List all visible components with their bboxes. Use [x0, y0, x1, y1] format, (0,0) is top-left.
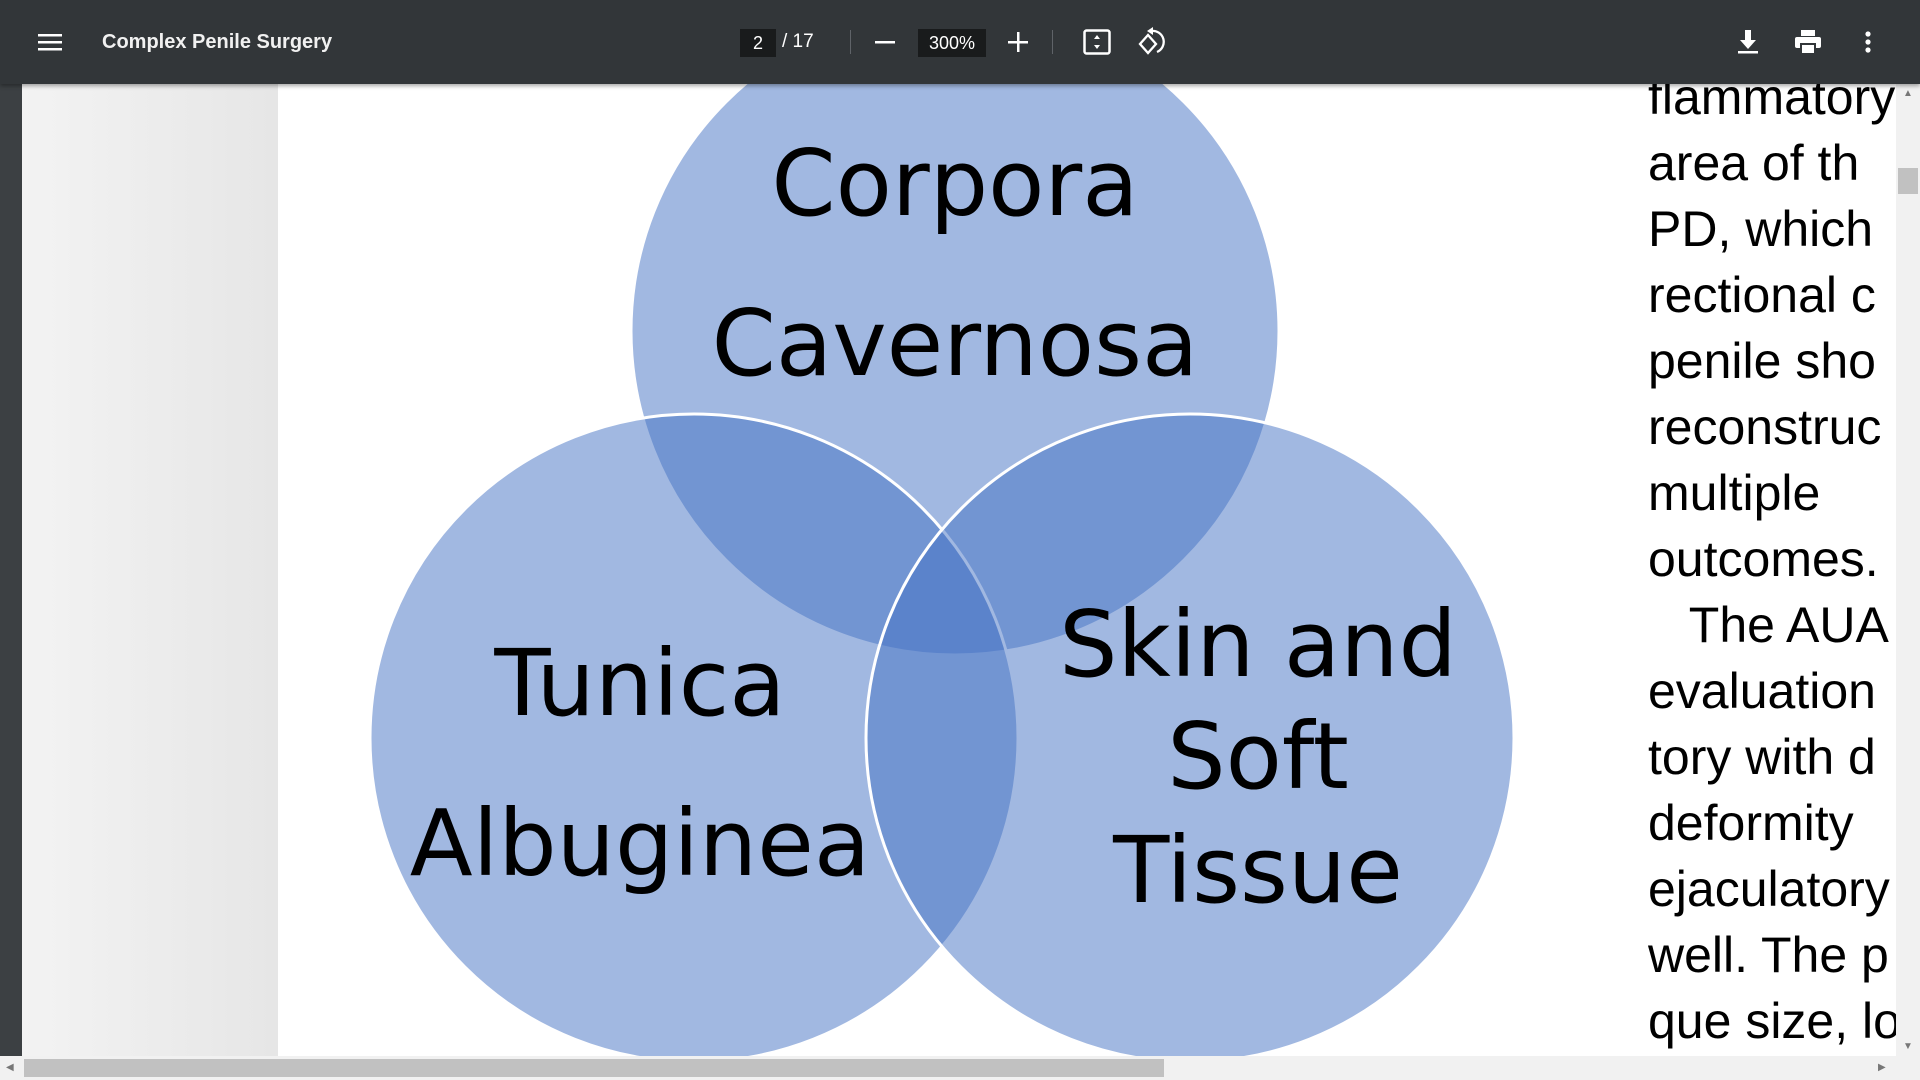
document-title: Complex Penile Surgery [102, 30, 333, 53]
text-line: well. The p [1648, 927, 1889, 983]
label-line: Tunica [493, 630, 785, 737]
text-line: que size, lo [1648, 993, 1896, 1049]
horizontal-scrollbar[interactable]: ◀ ▶ [0, 1056, 1920, 1080]
viewer-background [0, 84, 22, 1056]
rotate-icon[interactable] [1131, 0, 1171, 84]
text-line: multiple [1648, 465, 1821, 521]
pdf-toolbar: Complex Penile Surgery 2 / 17 300% [0, 0, 1920, 84]
label-line: Tissue [1112, 817, 1403, 924]
pdf-page: Corpora Cavernosa Tunica Albuginea Skin … [278, 84, 1896, 1056]
label-line: Corpora [771, 130, 1138, 237]
zoom-in-icon[interactable] [998, 0, 1038, 84]
menu-icon[interactable] [30, 0, 70, 84]
text-line: ejaculatory [1648, 861, 1890, 917]
page-number-input[interactable]: 2 [740, 29, 776, 57]
label-line: Cavernosa [712, 290, 1199, 397]
venn-diagram: Corpora Cavernosa Tunica Albuginea Skin … [368, 84, 1516, 1056]
text-line: evaluation [1648, 663, 1876, 719]
text-line: penile sho [1648, 333, 1876, 389]
download-icon[interactable] [1728, 0, 1768, 84]
label-line: Albuginea [410, 790, 870, 897]
label-line: Soft [1167, 703, 1349, 810]
text-line: deformity [1648, 795, 1854, 851]
print-icon[interactable] [1788, 0, 1828, 84]
text-line: The AUA [1648, 597, 1889, 653]
scroll-up-arrow-icon[interactable]: ▲ [1903, 88, 1913, 99]
horizontal-scroll-thumb[interactable] [24, 1059, 1164, 1077]
more-vert-icon[interactable] [1848, 0, 1888, 84]
text-line: area of th [1648, 135, 1860, 191]
label-line: Skin and [1059, 591, 1457, 698]
circle-skin-soft-tissue [864, 412, 1516, 1056]
text-line: reconstruc [1648, 399, 1882, 455]
text-line: flammatory [1648, 84, 1896, 125]
page-margin [22, 84, 278, 1056]
zoom-input[interactable]: 300% [918, 29, 986, 57]
scroll-down-arrow-icon[interactable]: ▼ [1903, 1041, 1913, 1052]
page-total: / 17 [782, 31, 814, 52]
scroll-left-arrow-icon[interactable]: ◀ [6, 1062, 14, 1073]
text-line: tory with d [1648, 729, 1876, 785]
scroll-right-arrow-icon[interactable]: ▶ [1878, 1062, 1886, 1073]
vertical-scroll-thumb[interactable] [1898, 168, 1918, 194]
body-text: flammatory area of th PD, which rectiona… [1648, 84, 1896, 1054]
zoom-out-icon[interactable] [865, 0, 905, 84]
divider [850, 30, 851, 54]
divider [1052, 30, 1053, 54]
text-line: PD, which [1648, 201, 1874, 257]
text-line: outcomes. [1648, 531, 1879, 587]
fit-page-icon[interactable] [1077, 0, 1117, 84]
vertical-scrollbar[interactable]: ▲ ▼ [1896, 84, 1920, 1056]
text-line: rectional c [1648, 267, 1876, 323]
